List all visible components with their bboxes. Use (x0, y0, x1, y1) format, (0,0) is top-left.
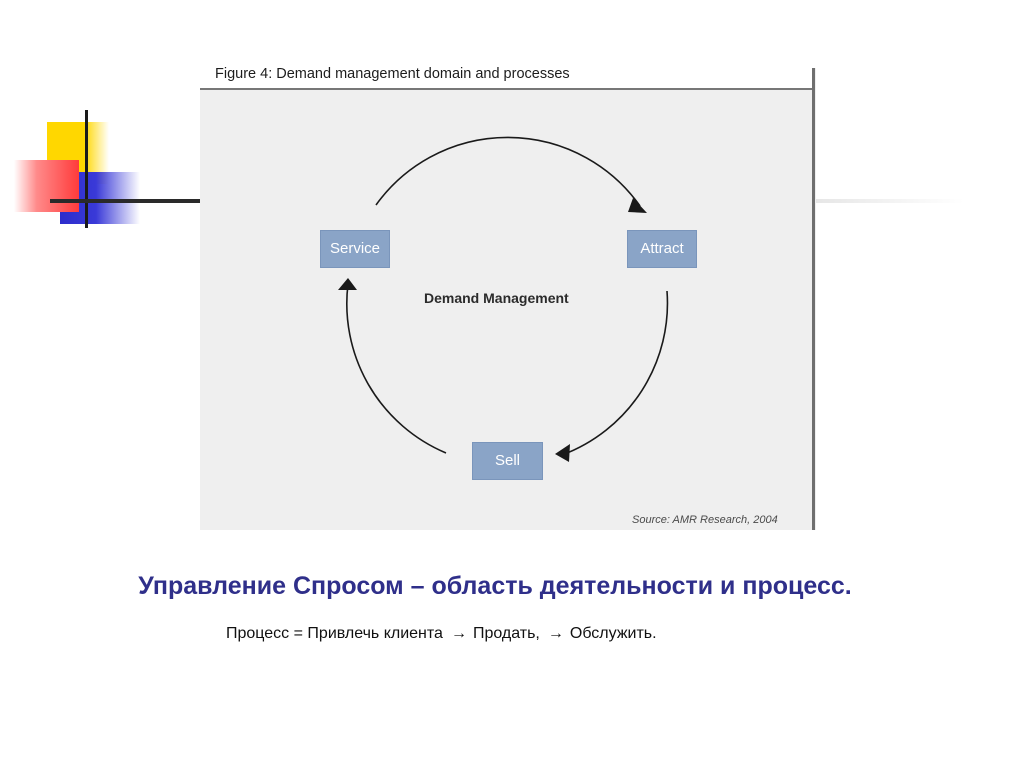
cycle-arrows (338, 136, 669, 462)
figure-right-border (812, 68, 815, 530)
figure-title: Figure 4: Demand management domain and p… (215, 66, 570, 82)
node-service: Service (320, 230, 390, 268)
arrow-sell-to-service (346, 283, 447, 454)
arrow-right-icon: → (547, 625, 564, 642)
decor-fade-line (814, 199, 964, 203)
figure-header: Figure 4: Demand management domain and p… (200, 66, 812, 90)
arrow-service-to-attract (375, 136, 641, 207)
decor-red-square (14, 160, 79, 212)
decor-vertical-line (85, 110, 88, 228)
arrow-right-icon: → (450, 625, 467, 642)
arrowhead-attract (628, 198, 647, 213)
slide-heading: Управление Спросом – область деятельност… (138, 572, 852, 600)
arrow-attract-to-sell (561, 290, 669, 456)
process-description: Процесс = Привлечь клиента → Продать, → Обсл… (226, 625, 657, 643)
arrowhead-sell (555, 444, 570, 462)
process-part-attract: Процесс = Привлечь клиента (226, 625, 443, 642)
node-sell: Sell (472, 442, 543, 480)
node-attract: Attract (627, 230, 697, 268)
figure-source: Source: AMR Research, 2004 (632, 514, 778, 526)
decor-horizontal-line (50, 199, 202, 203)
process-part-service: Обслужить. (569, 625, 657, 642)
demand-management-figure: Figure 4: Demand management domain and p… (200, 66, 816, 530)
center-label: Demand Management (424, 290, 569, 306)
process-part-sell: Продать, (472, 625, 540, 642)
arrowhead-service (338, 278, 357, 290)
